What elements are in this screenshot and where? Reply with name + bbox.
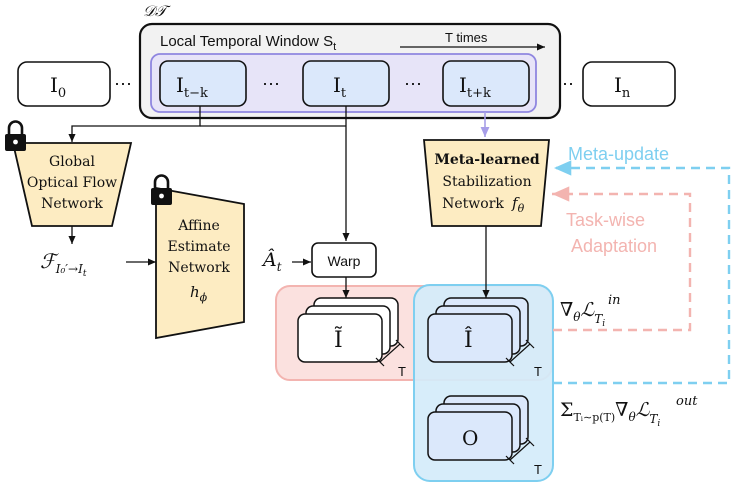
inner-gradient-label: ∇θℒTiin [560,293,621,329]
frame-t-plus-k-box [442,60,530,107]
frame-in-box [582,61,676,107]
ellipsis-window-left: ⋯ [262,74,280,95]
affine-network-line2: Estimate [167,239,230,255]
stack-stabilized-glyph: Î [464,326,473,353]
stack-ground-truth-glyph: O [462,426,478,450]
flow-network-line1: Global [49,154,95,170]
affine-network-symbol: hϕ [190,283,208,304]
ellipsis-left: ⋯ [114,74,132,95]
dataset-label: 𝒟𝒯 [143,2,171,20]
flow-network-line2: Optical Flow [27,175,117,191]
frame-in-label: In [614,73,631,101]
edge-frames-to-flow [68,106,201,142]
affine-network-line3: Network [168,260,230,276]
stab-network-line3: Network [442,196,504,212]
stab-network-shape [423,139,550,227]
stack-warped: Ĩ T [297,297,406,379]
stack-warped-glyph: Ĩ [334,325,343,353]
frame-i0-label: I0 [50,73,66,101]
ellipsis-window-right: ⋯ [404,74,422,95]
frame-t-plus-k-label: It+k [459,73,491,101]
task-wise-label-line2: Adaptation [571,236,657,256]
frame-t-minus-k-box [159,60,247,107]
flow-output-label: ℱI₀′→It [40,249,87,279]
task-adaptation-loop [552,186,692,332]
t-times-label: T times [445,30,488,45]
frame-t-label: It [333,73,347,101]
flow-network-line3: Network [41,196,103,212]
frame-t-minus-k-label: It−k [176,73,208,101]
affine-network-shape [155,186,245,340]
stack-ground-truth: O T [427,395,542,477]
stab-network-line1: Meta-learned [434,152,540,168]
flow-network-shape [11,142,133,227]
lock-icon [151,174,172,205]
window-title: Local Temporal Window St [160,33,336,53]
lock-icon [5,120,26,151]
outer-gradient-label: ΣTᵢ∼p(T)∇θℒTiout [560,394,698,429]
stab-network-line2: Stabilization [442,174,531,190]
frame-i0-box [17,61,111,107]
warp-label: Warp [328,253,361,269]
warp-box [311,242,377,278]
affine-network-line1: Affine [177,218,220,234]
task-wise-label-line1: Task-wise [566,210,645,230]
stack-warped-t: T [398,364,406,379]
stack-stabilized: Î T [427,297,542,379]
stack-ground-truth-t: T [534,462,542,477]
stab-network-symbol: fθ [511,194,525,215]
meta-update-loop [553,160,731,385]
affine-output-label: Ât [261,248,282,274]
meta-update-label: Meta-update [568,144,669,164]
stack-stabilized-t: T [534,364,542,379]
